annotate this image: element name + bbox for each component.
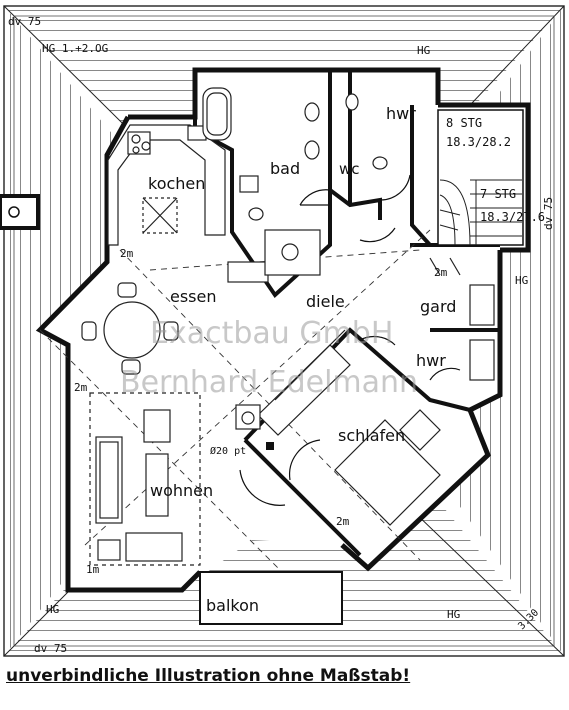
label-dv-bottom-left: dv 75	[34, 642, 67, 655]
floor-plan: Exactbau GmbH Bernhard Edelmann kochen b…	[0, 5, 565, 657]
label-2m-bed: 2m	[336, 515, 350, 528]
label-dv-top-left: dv 75	[8, 15, 41, 28]
room-label-diele: diele	[306, 292, 345, 311]
staircase	[437, 109, 524, 246]
stair-8-dims: 18.3/28.2	[446, 135, 511, 149]
room-label-hwr: hwr	[416, 351, 446, 370]
label-hg-bottom-right: HG	[447, 608, 460, 621]
bathroom-fixtures	[202, 87, 388, 276]
stair-7-label: 7 STG	[480, 187, 516, 201]
storage-cabinets	[429, 257, 495, 381]
room-label-wc: wc	[339, 160, 360, 178]
room-label-bad: bad	[270, 159, 300, 178]
disclaimer-text: unverbindliche Illustration ohne Maßstab…	[6, 666, 411, 686]
kitchen-counters	[107, 124, 269, 283]
label-2m-kitchen: 2m	[120, 247, 134, 260]
room-label-wohnen: wohnen	[150, 481, 213, 500]
room-label-kochen: kochen	[148, 174, 205, 193]
room-label-schlafen: schlafen	[338, 426, 405, 445]
room-labels: kochen bad wc hwr essen diele gard hwr s…	[148, 104, 456, 615]
label-dv-right: dv 75	[542, 197, 555, 230]
stair-8-label: 8 STG	[446, 116, 482, 130]
label-hg-right: HG	[515, 274, 528, 287]
label-hg-top-right: HG	[417, 44, 430, 57]
watermark-line1: Exactbau GmbH	[150, 316, 393, 351]
watermark-line2: Bernhard Edelmann	[120, 365, 418, 400]
room-label-essen: essen	[170, 287, 217, 306]
label-1m-living: 1m	[86, 563, 100, 576]
dining-furniture	[81, 282, 179, 375]
exterior-walls	[35, 67, 531, 593]
label-chimney-diameter: Ø20 pt	[210, 445, 246, 457]
room-label-hwr-top: hwr	[386, 104, 416, 123]
bedroom-furniture	[235, 329, 441, 526]
room-label-balkon: balkon	[206, 596, 259, 615]
label-hg-level: HG 1.+2.OG	[42, 42, 108, 55]
stair-7-dims: 18.3/27.6	[480, 210, 545, 224]
room-label-gard: gard	[420, 297, 456, 316]
label-2m-living: 2m	[74, 381, 88, 394]
balkon	[199, 571, 343, 625]
living-furniture	[89, 392, 201, 566]
interior-walls	[193, 70, 500, 557]
doors	[239, 174, 461, 506]
label-2m-hall: 2m	[434, 266, 448, 279]
annotations: dv 75 HG 1.+2.OG HG HG HG HG dv 75 dv 75…	[8, 15, 555, 655]
chimney	[0, 194, 274, 450]
watermark: Exactbau GmbH Bernhard Edelmann	[120, 316, 418, 400]
label-hg-bottom-left: HG	[46, 603, 59, 616]
